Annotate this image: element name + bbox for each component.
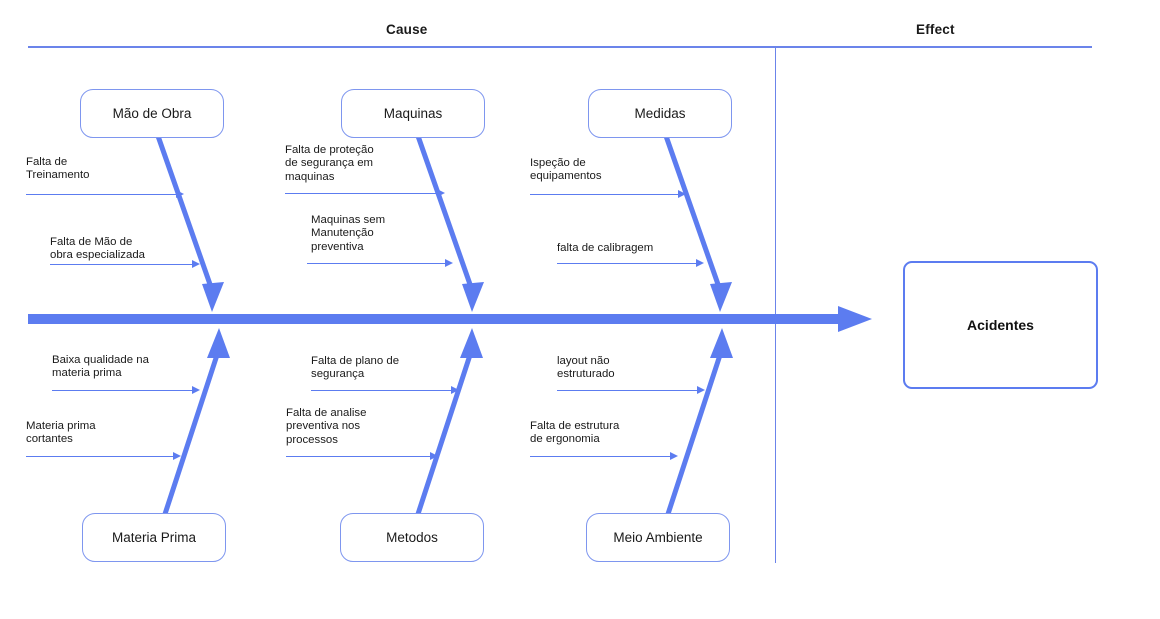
header-divider-line (28, 46, 1092, 48)
cause-effect-divider-line (775, 47, 777, 563)
category-box-materia-prima[interactable]: Materia Prima (82, 513, 226, 562)
cause-arrow-metodos-2 (286, 452, 438, 461)
cause-arrow-maquinas-2 (307, 259, 453, 268)
category-label-materia-prima: Materia Prima (111, 530, 197, 545)
cause-arrow-mao-de-obra-2 (50, 260, 200, 269)
bone-line-metodos (415, 328, 483, 515)
effect-section-title: Effect (916, 22, 955, 37)
category-box-metodos[interactable]: Metodos (340, 513, 484, 562)
spine-arrow-shaft (28, 314, 842, 324)
cause-label-mao-de-obra-1: Falta de Treinamento (26, 156, 90, 182)
cause-label-medidas-1: Ispeção de equipamentos (530, 157, 602, 183)
effect-box[interactable]: Acidentes (903, 261, 1098, 389)
cause-arrow-maquinas-1 (285, 189, 445, 198)
cause-arrow-medidas-2 (557, 259, 704, 268)
category-label-metodos: Metodos (386, 530, 438, 545)
category-box-mao-de-obra[interactable]: Mão de Obra (80, 89, 224, 138)
cause-label-metodos-2: Falta de analise preventiva nos processo… (286, 407, 367, 446)
cause-arrow-medidas-1 (530, 190, 686, 199)
cause-label-materia-prima-1: Baixa qualidade na materia prima (52, 354, 149, 380)
category-label-mao-de-obra: Mão de Obra (112, 106, 192, 121)
cause-arrow-mao-de-obra-1 (26, 190, 184, 199)
cause-arrow-metodos-1 (311, 386, 459, 395)
cause-arrow-materia-prima-2 (26, 452, 181, 461)
cause-label-materia-prima-2: Materia prima cortantes (26, 420, 96, 446)
bone-line-meio-ambiente (665, 328, 733, 515)
category-label-maquinas: Maquinas (383, 106, 443, 121)
cause-label-mao-de-obra-2: Falta de Mão de obra especializada (50, 236, 145, 262)
spine-arrow-head-icon (838, 306, 872, 332)
category-box-maquinas[interactable]: Maquinas (341, 89, 485, 138)
cause-section-title: Cause (386, 22, 428, 37)
cause-label-maquinas-1: Falta de proteção de segurança em maquin… (285, 144, 374, 183)
bone-line-mao-de-obra (155, 135, 224, 312)
cause-label-meio-ambiente-1: layout não estruturado (557, 355, 615, 381)
cause-label-metodos-1: Falta de plano de segurança (311, 355, 400, 381)
bone-line-materia-prima (162, 328, 230, 515)
category-label-medidas: Medidas (634, 106, 686, 121)
cause-arrow-meio-ambiente-2 (530, 452, 678, 461)
bone-line-medidas (663, 135, 732, 312)
bone-line-maquinas (415, 135, 484, 312)
cause-label-maquinas-2: Maquinas sem Manutenção preventiva (311, 214, 386, 253)
category-box-meio-ambiente[interactable]: Meio Ambiente (586, 513, 730, 562)
effect-box-label: Acidentes (967, 317, 1034, 333)
category-box-medidas[interactable]: Medidas (588, 89, 732, 138)
category-label-meio-ambiente: Meio Ambiente (613, 530, 703, 545)
cause-label-medidas-2: falta de calibragem (557, 242, 654, 254)
cause-arrow-meio-ambiente-1 (557, 386, 705, 395)
cause-label-meio-ambiente-2: Falta de estrutura de ergonomia (530, 420, 620, 446)
cause-arrow-materia-prima-1 (52, 386, 200, 395)
